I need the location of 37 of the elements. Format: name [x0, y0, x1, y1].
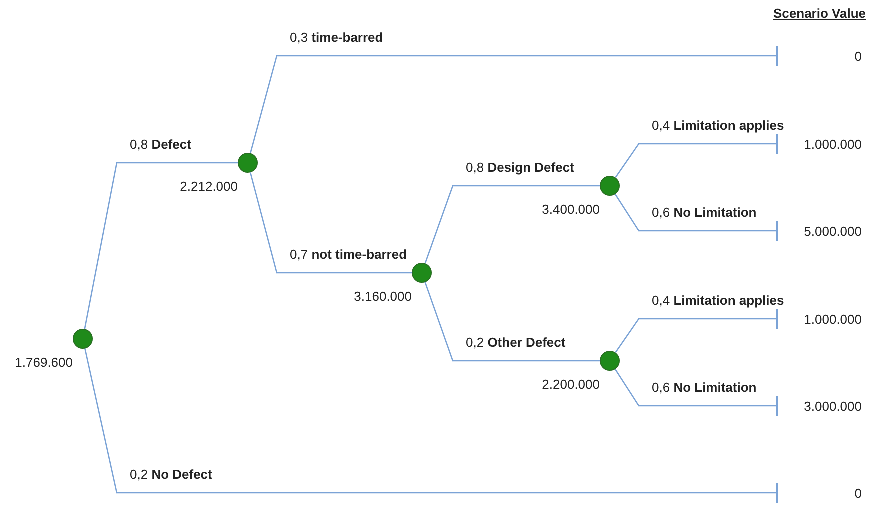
expected-value: 2.212.000 [180, 179, 238, 194]
chance-node [600, 351, 620, 371]
expected-value: 3.400.000 [542, 202, 600, 217]
scenario-value: 0 [854, 49, 862, 64]
branch-label: 0,2 No Defect [129, 467, 214, 482]
scenario-value: 1.000.000 [804, 312, 862, 327]
chance-node [238, 153, 258, 173]
expected-value: 3.160.000 [354, 289, 412, 304]
branch-label: 0,2 Other Defect [465, 335, 567, 350]
branch-label: 0,6 No Limitation [651, 205, 758, 220]
branch-label: 0,7 not time-barred [289, 247, 408, 262]
branch-line [614, 194, 776, 232]
scenario-value: 0 [854, 486, 862, 501]
scenario-value: 3.000.000 [804, 399, 862, 414]
branch-label: 0,4 Limitation applies [651, 293, 786, 308]
branch-line [84, 348, 776, 494]
chance-node [412, 263, 432, 283]
branch-label: 0,8 Design Defect [465, 160, 576, 175]
branch-label: 0,4 Limitation applies [651, 118, 786, 133]
scenario-value: 1.000.000 [804, 137, 862, 152]
chance-node [600, 176, 620, 196]
branch-label: 0,3 time-barred [289, 30, 384, 45]
branch-label: 0,6 No Limitation [651, 380, 758, 395]
branch-line [615, 318, 776, 354]
chance-node [73, 329, 93, 349]
expected-value: 1.769.600 [15, 355, 73, 370]
branch-line [250, 172, 412, 274]
expected-value: 2.200.000 [542, 377, 600, 392]
branch-label: 0,8 Defect [129, 137, 192, 152]
branch-line [614, 369, 776, 407]
column-header: Scenario Value [774, 6, 866, 21]
branch-line [615, 143, 776, 178]
branch-line [250, 55, 776, 154]
branch-line [424, 185, 600, 264]
branch-line [84, 162, 238, 330]
scenario-value: 5.000.000 [804, 224, 862, 239]
branch-line [424, 282, 600, 362]
